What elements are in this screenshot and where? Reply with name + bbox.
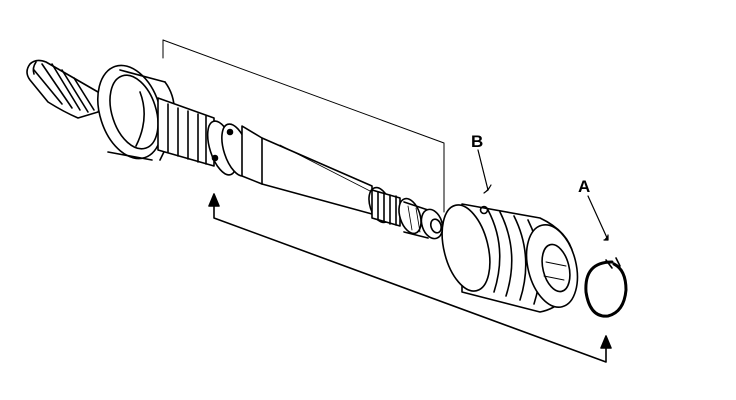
seal-ring-icon bbox=[441, 203, 579, 313]
small-spline-icon bbox=[368, 186, 444, 240]
callout-label-a: A bbox=[578, 177, 591, 196]
guide-lines bbox=[162, 39, 445, 213]
assembly-bracket bbox=[208, 193, 612, 363]
snap-ring-icon bbox=[584, 257, 628, 318]
shaft-body-icon bbox=[241, 125, 373, 215]
callout-label-b: B bbox=[471, 132, 484, 151]
callout-leaders bbox=[477, 149, 609, 241]
bearing-flange-icon bbox=[97, 64, 176, 161]
pinion-gear-icon bbox=[26, 59, 102, 119]
spline-collar-icon bbox=[157, 97, 251, 177]
